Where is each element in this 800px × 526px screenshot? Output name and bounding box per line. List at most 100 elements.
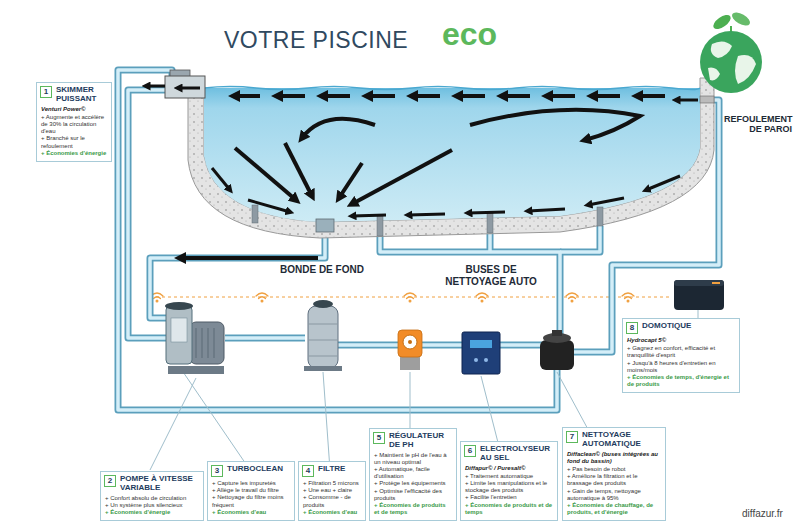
part-label: BUSES DE NETTOYAGE AUTO: [438, 264, 544, 287]
water-flow-arrow: [235, 148, 296, 200]
benefit-item: + Gagnez en confort, efficacité et tranq…: [627, 345, 735, 359]
water-flow-arrow: [637, 94, 665, 98]
benefit-item: + Branché sur le refoulement: [41, 135, 107, 149]
bottom-flow-arrow: [528, 209, 565, 211]
nozzle: [252, 205, 603, 236]
benefit-item: + Automatique, facile d'utilisation: [374, 466, 452, 480]
callout-box: DOMOTIQUE Hydrocapt 5©+ Gagnez en confort…: [622, 318, 740, 393]
bottom-flow-arrow: [212, 168, 680, 216]
eco-globe-logo: [730, 10, 752, 29]
benefit-item: + Consomme - de produits: [303, 494, 361, 508]
domotic-link: [622, 293, 634, 302]
domotic-link: [566, 293, 578, 302]
eco-globe-logo: [700, 10, 762, 93]
callout-box: ELECTROLYSEUR AU SELDiffapur© / Puresalt…: [460, 441, 558, 521]
nozzle: [487, 213, 493, 233]
water-flow-arrow: [322, 94, 350, 98]
cartridge-filter: [308, 324, 338, 356]
home-automation-unit: [674, 280, 724, 310]
savings-item: + Économies d'énergie: [41, 150, 107, 157]
callout-heading: DOMOTIQUE: [627, 322, 735, 335]
benefit-item: + Confort absolu de circulation: [105, 495, 199, 502]
skimmer: [178, 87, 200, 90]
callout-number-text: 7: [567, 432, 577, 441]
callout-number: 4: [302, 465, 314, 477]
bottom-flow-arrow: [588, 198, 624, 205]
pool-basin: [188, 78, 714, 238]
water-flow-arrow: [457, 94, 485, 98]
salt-electrolyser: [470, 340, 492, 348]
benefit-item: + Capture les impuretés: [212, 480, 290, 487]
eco-globe-logo: [708, 68, 720, 81]
callout-number-text: 4: [303, 466, 313, 475]
benefit-item: + Limite les manipulations et le stockag…: [465, 480, 553, 494]
skimmer: [146, 70, 205, 98]
callout-number-text: 1: [41, 87, 51, 96]
bottom-flow-arrow: [352, 215, 386, 216]
domotic-link: [476, 293, 488, 302]
pool-basin: [204, 88, 700, 222]
callout-number-text: 2: [105, 476, 115, 485]
eco-globe-logo: [711, 41, 732, 58]
water-flow-arrow: [352, 150, 452, 204]
variable-speed-pump: [196, 328, 214, 358]
benefit-item: + Augmente et accélère de 30% la circula…: [41, 114, 107, 136]
product-name: Hydrocapt 5©: [627, 337, 735, 344]
cleaning-valve: [540, 330, 574, 370]
callout-box: NETTOYAGE AUTOMATIQUEDiffaclean© (buses …: [562, 427, 666, 521]
benefit-item: + Filtration 5 microns: [303, 480, 361, 487]
variable-speed-pump: [168, 366, 224, 374]
variable-speed-pump: [165, 302, 224, 374]
nozzle: [597, 207, 603, 226]
main-drain: [180, 219, 334, 258]
water-flow-arrow: [367, 94, 395, 98]
callout-number: 1: [40, 86, 52, 98]
home-automation-unit: [712, 282, 720, 284]
water-flow-arrow: [234, 96, 665, 204]
callout-number-text: 5: [374, 433, 384, 442]
wall-return-nozzle: [676, 96, 714, 103]
benefit-item: + Protège les équipements: [374, 480, 452, 487]
callout-box: FILTRE+ Filtration 5 microns+ Une eau + …: [298, 461, 366, 521]
water-flow-arrow: [234, 94, 260, 98]
ph-regulator: [403, 335, 417, 349]
water-flow-arrow: [285, 143, 312, 196]
savings-item: + Économies d'eau: [303, 509, 361, 516]
salt-electrolyser: [484, 358, 488, 362]
product-name: Venturi Power©: [41, 106, 107, 113]
cartridge-filter: [308, 306, 338, 368]
salt-electrolyser: [462, 332, 500, 374]
savings-item: + Économies d'énergie: [105, 509, 199, 516]
savings-item: + Économies d'eau: [212, 509, 290, 516]
nozzle: [252, 205, 258, 223]
callout-number-text: 6: [465, 446, 475, 455]
cleaning-valve: [552, 330, 562, 336]
leader-line: [179, 366, 250, 470]
savings-item: + Économies de produits et de temps: [465, 502, 553, 516]
benefit-item: + Maintient le pH de l'eau à un niveau o…: [374, 452, 452, 466]
benefit-item: + Une eau + claire: [303, 487, 361, 494]
callout-number-text: 8: [627, 323, 637, 332]
domotic-link: [150, 293, 672, 302]
callout-heading: POMPE À VITESSE VARIABLE: [105, 475, 199, 493]
diagram-title: VOTRE PISCINE: [224, 27, 408, 54]
main-drain: [180, 256, 318, 260]
variable-speed-pump: [190, 322, 224, 364]
water-flow-arrow: [302, 119, 375, 138]
callout-number: 2: [104, 475, 116, 487]
benefit-item: + Un système plus silencieux: [105, 502, 199, 509]
pool-basin: [188, 78, 714, 238]
callout-box: TURBOCLEAN+ Capture les impuretés+ Allèg…: [207, 461, 295, 521]
callout-box: SKIMMER PUISSANTVenturi Power©+ Augmente…: [36, 82, 112, 162]
callout-heading: RÉGULATEUR DE PH: [374, 432, 452, 450]
salt-electrolyser: [474, 358, 478, 362]
callout-heading: NETTOYAGE AUTOMATIQUE: [567, 431, 661, 449]
callout-number-text: 3: [212, 466, 222, 475]
pool-basin: [204, 87, 700, 90]
domotic-link: [256, 293, 268, 302]
ph-regulator: [398, 330, 422, 370]
leader-line: [150, 378, 196, 470]
benefit-item: + Améliore la filtration et le brassage …: [567, 473, 661, 487]
